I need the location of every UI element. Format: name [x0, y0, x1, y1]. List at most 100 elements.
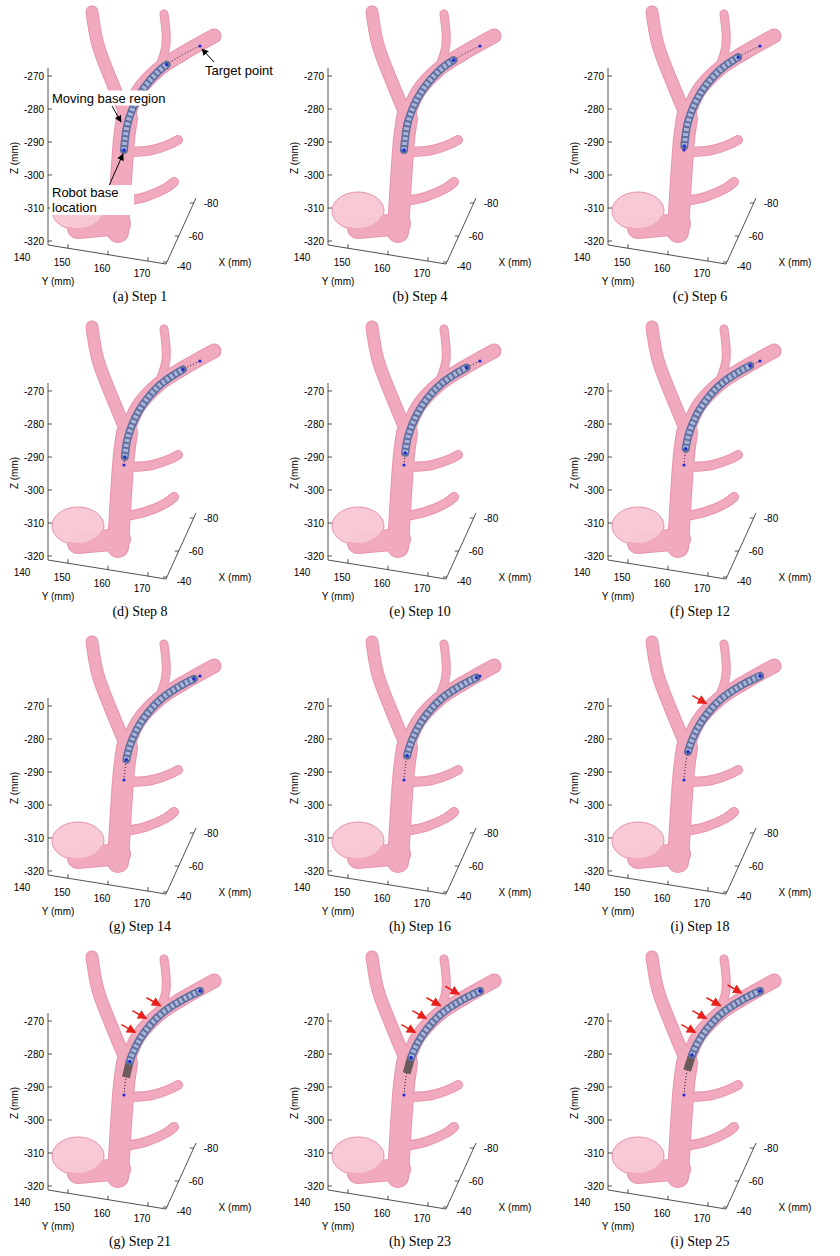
- base-point: [122, 463, 125, 466]
- z-tick-label: -290: [24, 1082, 44, 1093]
- z-tick-label: -320: [24, 1181, 44, 1192]
- y-tick-label: 140: [574, 567, 591, 578]
- z-tick-label: -280: [304, 734, 324, 745]
- z-tick-label: -280: [584, 419, 604, 430]
- axis-title: Y (mm): [42, 1221, 75, 1232]
- z-tick-label: -320: [584, 866, 604, 877]
- base-point: [122, 778, 125, 781]
- z-tick-label: -270: [304, 701, 324, 712]
- x-tick-label: -60: [469, 546, 483, 557]
- x-tick-label: -80: [484, 1143, 498, 1154]
- y-tick-label: 160: [374, 893, 391, 904]
- axis-title: X (mm): [499, 572, 532, 583]
- planned-path: [404, 991, 480, 1095]
- x-tick-label: -80: [484, 198, 498, 209]
- y-tick-label: 170: [134, 898, 151, 909]
- x-tick-label: -80: [204, 513, 218, 524]
- z-tick-label: -320: [24, 236, 44, 247]
- z-tick-label: -320: [304, 866, 324, 877]
- z-tick-label: -270: [24, 1016, 44, 1027]
- y-tick-label: 160: [654, 893, 671, 904]
- y-tick-label: 160: [374, 263, 391, 274]
- robot-point: [758, 989, 761, 992]
- robot-body: [404, 60, 453, 150]
- robot-point: [452, 59, 455, 62]
- target-point: [758, 989, 761, 992]
- vessel-model: [612, 12, 774, 232]
- z-tick-label: -270: [304, 1016, 324, 1027]
- y-tick-label: 150: [54, 887, 71, 898]
- y-tick-label: 140: [294, 1197, 311, 1208]
- base-point: [122, 148, 125, 151]
- target-point: [198, 674, 201, 677]
- vessel-model: [52, 327, 214, 547]
- vessel-model: [332, 327, 494, 547]
- z-tick-label: -280: [304, 419, 324, 430]
- robot-point: [402, 148, 405, 151]
- target-point: [478, 44, 481, 47]
- panel-plot: [328, 957, 494, 1209]
- x-tick-label: -40: [177, 1206, 191, 1217]
- vessel-model: [52, 642, 214, 862]
- robot-body: [405, 368, 466, 453]
- x-tick-label: -60: [749, 546, 763, 557]
- x-tick-label: -40: [737, 891, 751, 902]
- y-tick-label: 160: [374, 578, 391, 589]
- robot-point: [684, 447, 687, 450]
- panel-caption: (b) Step 4: [392, 289, 447, 305]
- z-tick-label: -300: [24, 485, 44, 496]
- axis-title: Z (mm): [289, 1087, 300, 1119]
- z-tick-label: -310: [24, 833, 44, 844]
- x-tick-label: -80: [204, 828, 218, 839]
- robot-point: [683, 144, 686, 147]
- y-tick-label: 170: [134, 583, 151, 594]
- z-tick-label: -300: [584, 170, 604, 181]
- axis-title: X (mm): [499, 887, 532, 898]
- axis-title: Z (mm): [569, 457, 580, 489]
- y-tick-label: 140: [14, 1197, 31, 1208]
- base-point: [402, 463, 405, 466]
- target-point: [198, 359, 201, 362]
- axis-title: Y (mm): [602, 906, 635, 917]
- robot-point: [465, 366, 468, 369]
- z-tick-label: -270: [584, 701, 604, 712]
- panel-caption: (a) Step 1: [113, 289, 167, 305]
- panel-plot: [48, 327, 214, 579]
- y-tick-label: 140: [294, 567, 311, 578]
- axis-title: X (mm): [779, 572, 812, 583]
- contact-arrow: [692, 696, 706, 704]
- x-tick-label: -60: [749, 231, 763, 242]
- panel-plot: [608, 12, 774, 264]
- z-tick-label: -310: [584, 1148, 604, 1159]
- y-tick-label: 150: [334, 257, 351, 268]
- y-tick-label: 170: [134, 268, 151, 279]
- panel-caption: (g) Step 14: [109, 919, 171, 935]
- target-point: [758, 44, 761, 47]
- z-tick-label: -320: [304, 551, 324, 562]
- vessel-model: [332, 12, 494, 232]
- panel-plot: [48, 957, 214, 1209]
- x-tick-label: -80: [204, 1143, 218, 1154]
- z-tick-label: -290: [24, 137, 44, 148]
- axis-title: Y (mm): [42, 591, 75, 602]
- axis-title: X (mm): [219, 1202, 252, 1213]
- robot-segments: [405, 368, 466, 453]
- x-tick-label: -40: [457, 261, 471, 272]
- axis-title: X (mm): [219, 572, 252, 583]
- y-tick-label: 150: [334, 1202, 351, 1213]
- robot-point: [181, 368, 184, 371]
- y-tick-label: 170: [414, 583, 431, 594]
- panel-caption: (h) Step 16: [389, 919, 451, 935]
- robot-point: [758, 674, 761, 677]
- axis-title: Z (mm): [9, 142, 20, 174]
- annotation-label: Robot base location: [50, 185, 134, 215]
- robot-segments: [411, 991, 480, 1057]
- y-tick-label: 140: [574, 1197, 591, 1208]
- z-tick-label: -310: [24, 203, 44, 214]
- vessel-model: [612, 327, 774, 547]
- y-tick-label: 170: [134, 1213, 151, 1224]
- axis-title: Z (mm): [289, 457, 300, 489]
- robot-point: [478, 989, 481, 992]
- y-tick-label: 150: [614, 1202, 631, 1213]
